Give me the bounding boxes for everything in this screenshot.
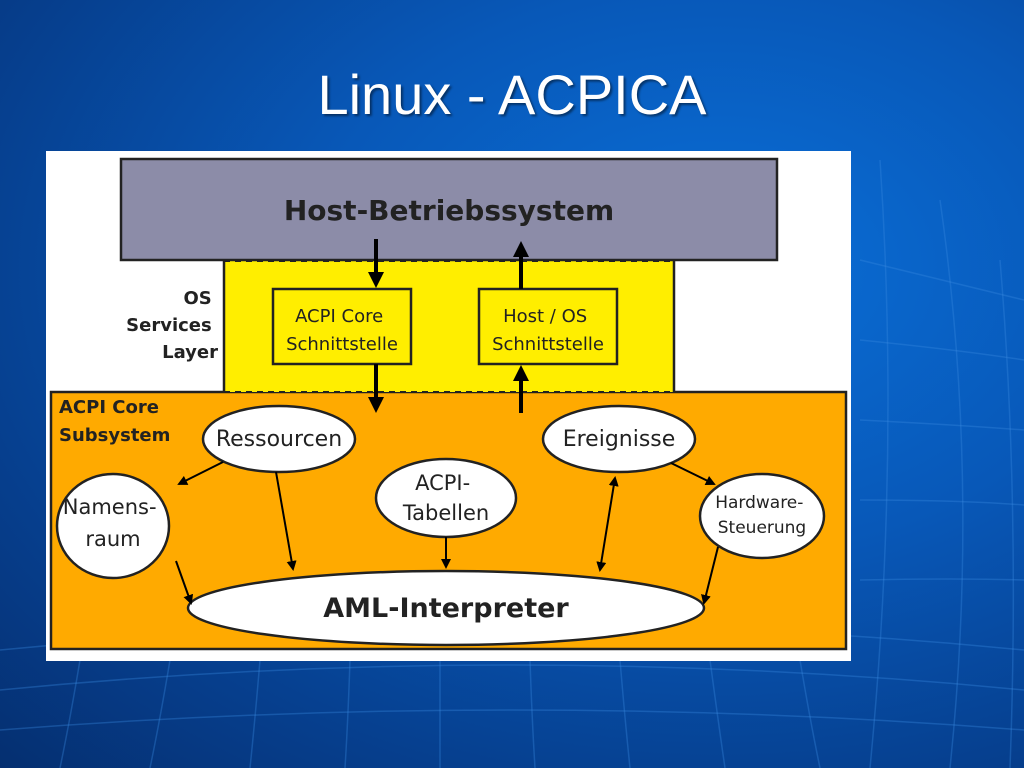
aml-interpreter-node bbox=[186, 569, 706, 647]
acpi-core-interface-label: ACPI Core Schnittstelle bbox=[286, 306, 398, 355]
resources-label: Ressourcen bbox=[216, 427, 342, 452]
acpica-architecture-diagram: Host-Betriebssystem OS Services Layer AC… bbox=[46, 151, 851, 661]
arrow-resources-to-namespace bbox=[177, 461, 224, 485]
events-node bbox=[541, 404, 697, 474]
events-label: Ereignisse bbox=[563, 427, 676, 452]
arrow-events-to-hardware bbox=[670, 462, 716, 485]
host-os-interface-box bbox=[477, 287, 619, 366]
host-os-interface-label: Host / OS Schnittstelle bbox=[492, 306, 604, 355]
host-os-box bbox=[119, 157, 779, 262]
diagram-canvas: Host-Betriebssystem OS Services Layer AC… bbox=[49, 157, 848, 651]
namespace-label: Namens- raum bbox=[63, 495, 163, 551]
host-os-label: Host-Betriebssystem bbox=[284, 194, 614, 227]
arrow-hardware-to-aml bbox=[701, 546, 719, 605]
acpi-core-interface-box bbox=[271, 287, 413, 366]
hardware-control-label: Hardware- Steuerung bbox=[715, 493, 809, 538]
aml-interpreter-label: AML-Interpreter bbox=[323, 593, 569, 624]
os-services-layer-label: OS Services Layer bbox=[126, 288, 218, 363]
arrow-events-aml-bidirectional bbox=[596, 476, 619, 572]
resources-node bbox=[201, 404, 357, 474]
acpi-tables-label: ACPI- Tabellen bbox=[402, 471, 489, 525]
namespace-node bbox=[55, 472, 171, 580]
slide-title: Linux - ACPICA bbox=[317, 63, 707, 126]
hardware-control-node bbox=[698, 472, 826, 560]
acpi-core-subsystem-label: ACPI Core Subsystem bbox=[59, 397, 170, 446]
arrow-resources-to-aml bbox=[275, 471, 297, 571]
arrow-namespace-to-aml bbox=[175, 560, 194, 605]
